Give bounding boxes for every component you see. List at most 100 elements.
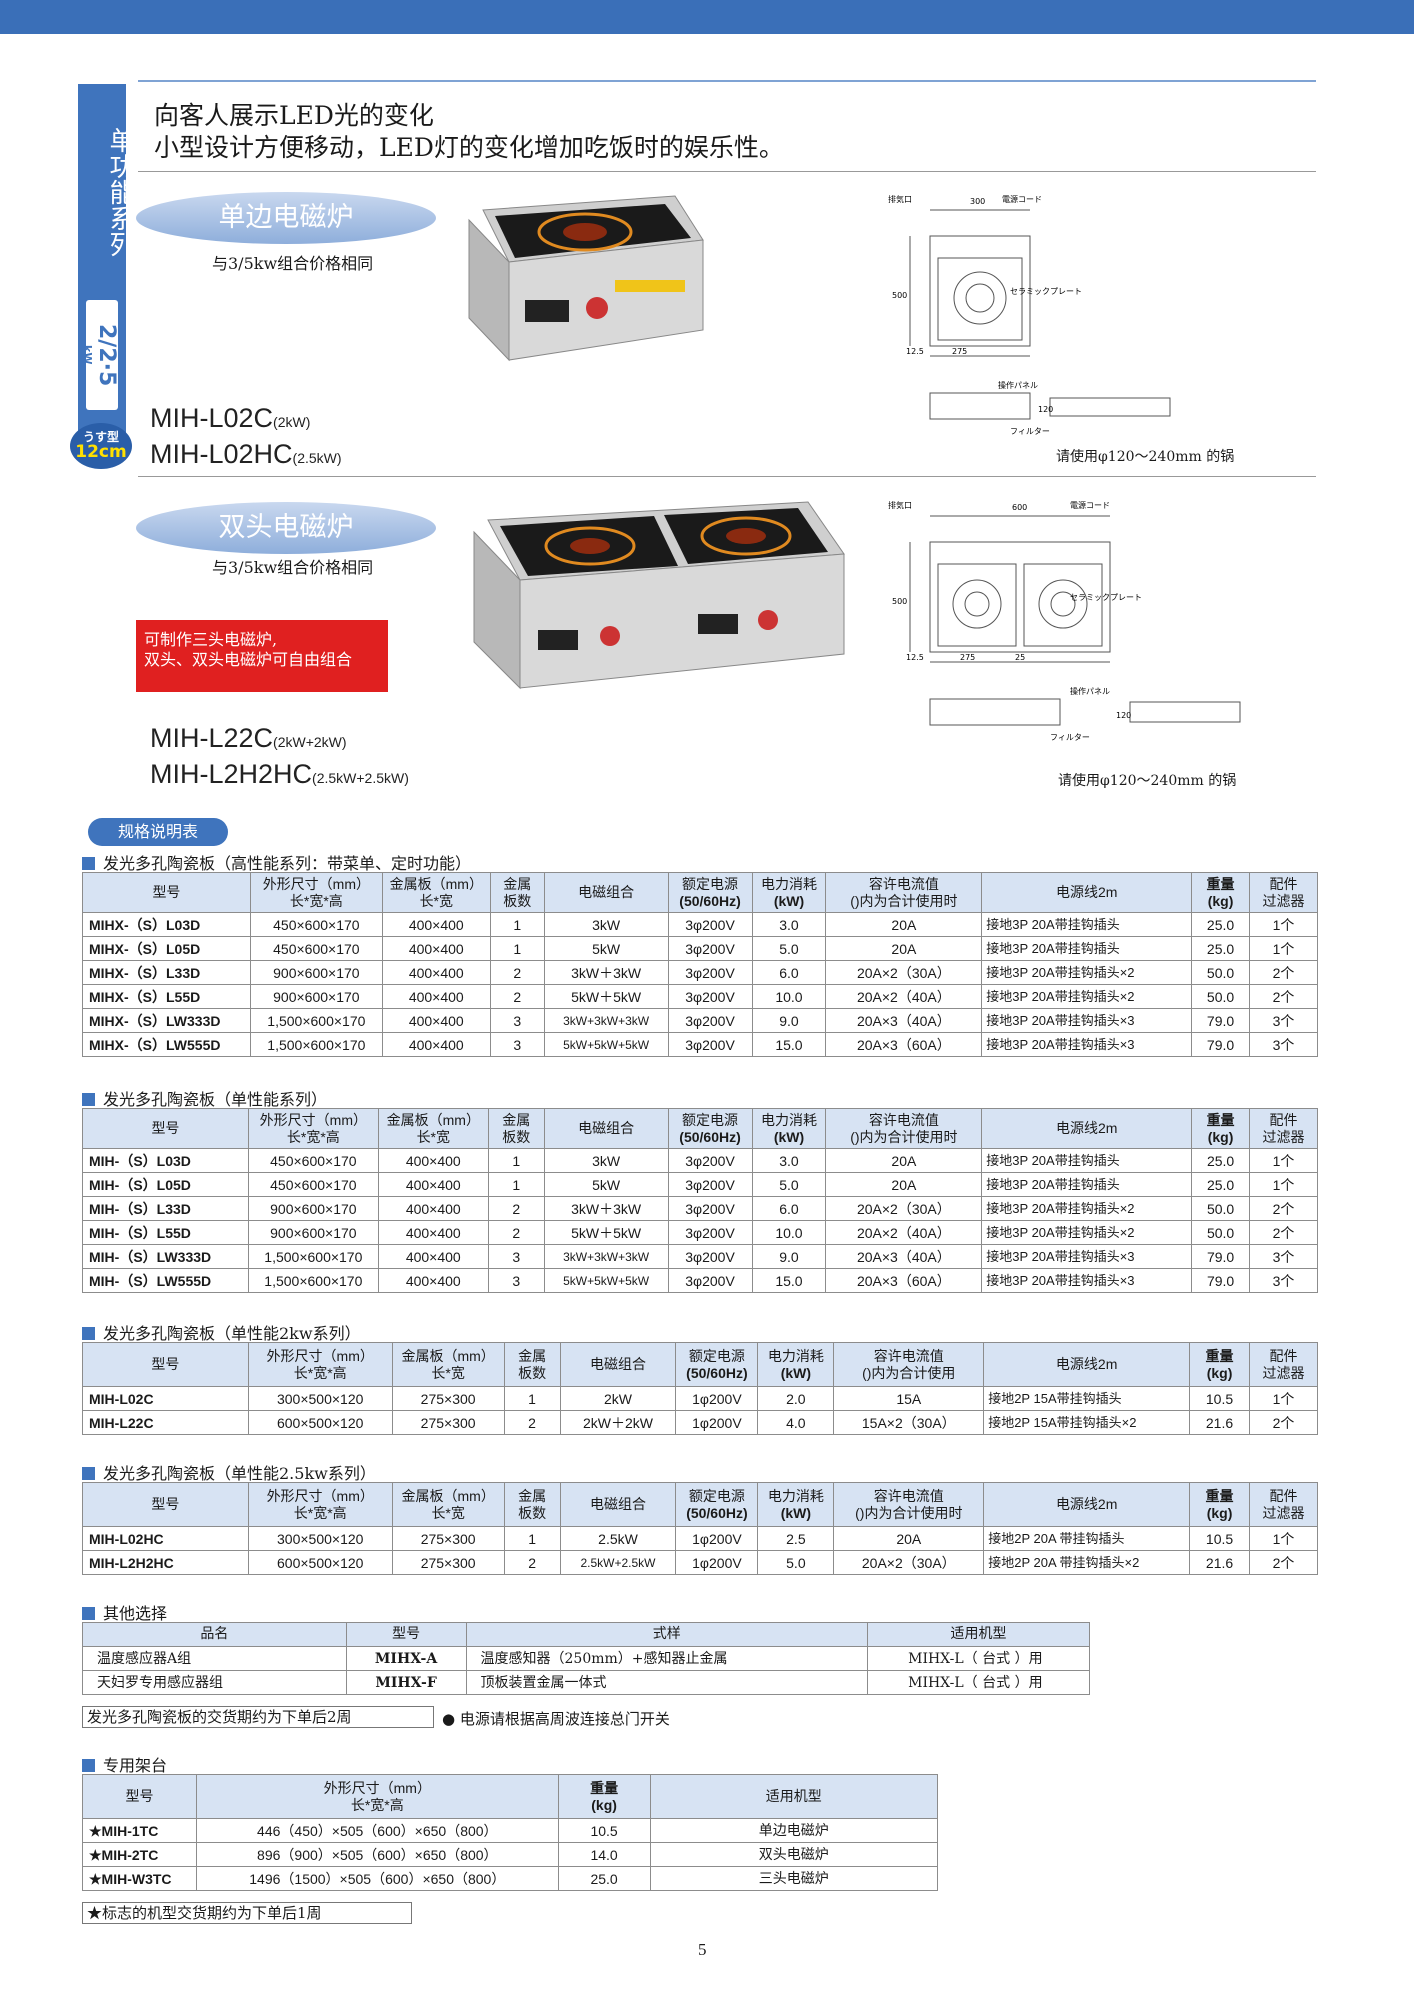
col-plate-sub: 长*宽 — [416, 1128, 451, 1145]
single-burner-dimension-drawing: 排気口 300 電源コード 500 セラミックプレート 275 12.5 操作パ… — [888, 194, 1171, 436]
table-cell: 接地2P 20A 带挂钩插头×2 — [983, 1550, 1191, 1575]
table-cell: 5kW+5kW+5kW — [543, 1032, 669, 1057]
label-panel: 操作パネル — [998, 380, 1038, 390]
spec-table-high-performance: 型号 外形尺寸（mm）长*宽*高 金属板（mm）长*宽 金属板数 电磁组合 额定… — [82, 872, 1318, 1057]
table-cell: 2kW — [559, 1386, 677, 1411]
options-title-text: 其他选择 — [103, 1604, 168, 1623]
col-filter-1: 配件 — [1269, 1487, 1298, 1504]
table-cell: 1 — [487, 1172, 545, 1197]
table-cell: 9.0 — [751, 1244, 827, 1269]
col-power: 电力消耗(kW) — [751, 872, 827, 913]
col-voltage-sub: (50/60Hz) — [686, 1504, 748, 1521]
col-weight: 重量(kg) — [1191, 872, 1250, 913]
col-voltage: 额定电源(50/60Hz) — [675, 1342, 759, 1387]
table-cell: MIHX-（S）L03D — [82, 912, 251, 937]
table-cell: 79.0 — [1191, 1268, 1251, 1293]
label-plate: セラミックプレート — [1010, 287, 1082, 296]
table-cell: MIH-（S）L05D — [82, 1172, 249, 1197]
col-plate-count: 金属板数 — [487, 1108, 545, 1149]
table-cell: 9.0 — [751, 1008, 827, 1033]
table-cell: 3 — [487, 1244, 545, 1269]
table-cell: MIH-（S）LW333D — [82, 1244, 249, 1269]
table-cell: 20A×2（30A） — [825, 960, 983, 985]
table-cell: ★MIH-2TC — [82, 1842, 197, 1867]
col-dimensions: 外形尺寸（mm）长*宽*高 — [195, 1774, 559, 1819]
col-current-sub: ()内为合计使用时 — [850, 892, 958, 909]
col-cord: 电源线2m — [983, 1482, 1191, 1527]
table-cell: 3kW+3kW+3kW — [543, 1244, 669, 1269]
table-cell: 1个 — [1249, 936, 1318, 961]
table-cell: 3kW＋3kW — [543, 1196, 669, 1221]
stands-title: 专用架台 — [82, 1752, 167, 1776]
double-burner-title: 双头电磁炉 — [136, 502, 436, 554]
table-cell: 3φ200V — [667, 936, 753, 961]
label-height: 120 — [1038, 405, 1053, 414]
col-plate-sub: 长*宽 — [419, 892, 454, 909]
col-weight-sub: (kg) — [1207, 1128, 1234, 1145]
label-width: 600 — [1012, 503, 1027, 512]
table-cell: 400×400 — [381, 1008, 491, 1033]
table-cell: 3φ200V — [667, 1148, 753, 1173]
col-weight-sub: (kg) — [1206, 1504, 1233, 1521]
col-plate-label: 金属板（mm） — [389, 875, 483, 892]
table-cell: 25.0 — [1191, 912, 1250, 937]
col-voltage-sub: (50/60Hz) — [679, 892, 741, 909]
table-cell: 600×500×120 — [247, 1550, 393, 1575]
table-cell: 5kW＋5kW — [543, 984, 669, 1009]
spec-table-single-performance: 型号 外形尺寸（mm）长*宽*高 金属板（mm）长*宽 金属板数 电磁组合 额定… — [82, 1108, 1318, 1293]
table-cell: 400×400 — [381, 936, 491, 961]
col-weight-label: 重量 — [1206, 1111, 1235, 1128]
model-mih-l02hc: MIH-L02HC — [150, 439, 293, 469]
table-cell: 20A — [825, 912, 983, 937]
label-edge: 12.5 — [906, 653, 924, 662]
col-dimensions-label: 外形尺寸（mm） — [266, 1347, 374, 1364]
table-cell: 450×600×170 — [249, 912, 383, 937]
table-cell: 20A — [825, 1172, 983, 1197]
col-current: 容许电流值()内为合计使用时 — [825, 1108, 983, 1149]
col-dimensions-sub: 长*宽*高 — [289, 892, 343, 909]
col-power-sub: (kW) — [773, 892, 805, 909]
label-exhaust: 排気口 — [888, 194, 912, 204]
spec-table-2-5kw: 型号 外形尺寸（mm）长*宽*高 金属板（mm）长*宽 金属板数 电磁组合 额定… — [82, 1482, 1318, 1575]
page-number: 5 — [698, 1940, 707, 1959]
col-current: 容许电流值()内为合计使用时 — [825, 872, 983, 913]
col-dimensions: 外形尺寸（mm）长*宽*高 — [247, 1342, 393, 1387]
table-cell: 3φ200V — [667, 1244, 753, 1269]
col-filter-1: 配件 — [1269, 1347, 1298, 1364]
table-cell: 3.0 — [751, 912, 827, 937]
col-cord: 电源线2m — [981, 872, 1193, 913]
bullet-square — [82, 1759, 95, 1772]
power-note-text: 电源请根据高周波连接总门开关 — [459, 1710, 670, 1728]
table-cell: 2 — [489, 960, 545, 985]
col-current: 容许电流值()内为合计使用时 — [833, 1482, 985, 1527]
table-cell: 3φ200V — [667, 1008, 753, 1033]
col-dimensions-label: 外形尺寸（mm） — [262, 875, 371, 892]
bullet-square — [82, 1327, 95, 1340]
table-cell: MIH-L02C — [82, 1386, 249, 1411]
col-dimensions-sub: 长*宽*高 — [293, 1364, 347, 1381]
table-cell: 79.0 — [1191, 1244, 1251, 1269]
col-plate: 金属板（mm）长*宽 — [391, 1482, 505, 1527]
table-cell: 275×300 — [391, 1550, 505, 1575]
col-filter: 配件过滤器 — [1249, 872, 1318, 913]
col-plate-count-1: 金属 — [518, 1487, 547, 1504]
col-plate-sub: 长*宽 — [431, 1504, 465, 1521]
model-mih-l02c: MIH-L02C — [150, 403, 274, 433]
table-cell: 400×400 — [377, 1148, 489, 1173]
table3-title-text: 发光多孔陶瓷板（单性能2kw系列） — [103, 1324, 361, 1343]
combination-callout-line-2: 双头、双头电磁炉可自由组合 — [144, 650, 353, 669]
col-power-sub: (kW) — [780, 1364, 812, 1381]
table-cell: 79.0 — [1191, 1008, 1250, 1033]
table-header-row: 型号 外形尺寸（mm）长*宽*高 金属板（mm）长*宽 金属板数 电磁组合 额定… — [82, 872, 1318, 913]
col-power-label: 电力消耗 — [760, 875, 817, 892]
table-cell: 1个 — [1248, 1386, 1319, 1411]
col-item-name: 品名 — [82, 1622, 347, 1647]
label-panel: 操作パネル — [1070, 686, 1110, 696]
